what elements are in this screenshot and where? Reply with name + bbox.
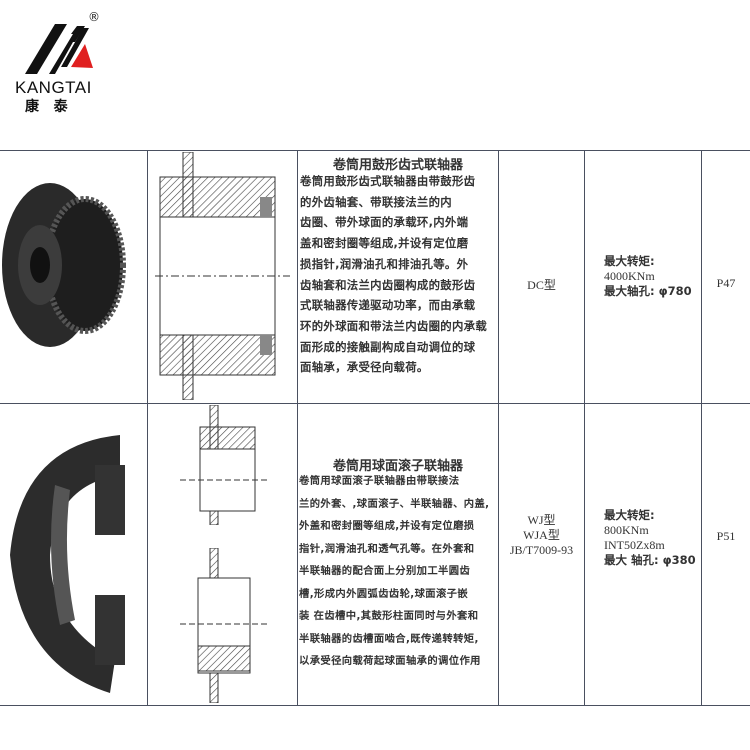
description-line: 半联轴器的配合面上分别加工半圆齿 (299, 565, 471, 577)
column-divider (147, 150, 148, 705)
description-line: 装 在齿槽中,其鼓形柱面同时与外套和 (299, 610, 479, 622)
description-line: 环的外球面和带法兰内齿圈的内承载 (300, 318, 488, 333)
product-photo-drum-gear-coupling (2, 183, 126, 347)
model-cell: WJ型 WJA型 JB/T7009-93 (499, 513, 584, 558)
description-line: 的外齿轴套、带联接法兰的内 (300, 194, 452, 209)
description-line: 外盖和密封圈等组成,并设有定位磨损 (299, 520, 475, 532)
product-description: 卷筒用球面滚子联轴器由带联接法 兰的外套、,球面滚子、半联轴器、内盖, 外盖和密… (299, 470, 501, 673)
description-line: 盖和密封圈等组成,并设有定位磨 (300, 236, 469, 251)
model-cell: DC型 (499, 276, 584, 293)
description-line: 半联轴器的齿槽面啮合,既传递转转矩, (299, 632, 479, 645)
registered-mark: ® (88, 10, 100, 24)
description-line: 式联轴器传递驱动功率，而由承载 (300, 298, 476, 313)
table-top-border (0, 150, 750, 151)
spec-max-bore: 最大轴孔: φ780 (604, 284, 692, 298)
description-line: 齿轴套和法兰内齿圈构成的鼓形齿 (300, 277, 476, 292)
model-name: WJA型 (523, 528, 560, 542)
logo-mark (25, 24, 93, 74)
description-line: 面轴承，承受径向载荷。 (300, 360, 429, 375)
specs-cell: 最大转矩: 4000KNm 最大轴孔: φ780 (604, 254, 692, 299)
model-standard: JB/T7009-93 (509, 543, 574, 557)
product-title: 卷筒用鼓形齿式联轴器 (332, 158, 463, 173)
cross-section-drawing-top (180, 405, 270, 525)
spec-max-torque-label: 最大转矩: (604, 254, 655, 268)
column-divider (498, 150, 499, 705)
logo-chinese-name: 康 泰 (25, 99, 68, 115)
brand-logo: ® KANGTAI 康 泰 (15, 10, 110, 115)
page-reference: P47 (716, 276, 736, 290)
cross-section-drawing-bottom (180, 548, 270, 703)
column-divider (701, 150, 702, 705)
model-name: WJ型 (527, 513, 556, 527)
description-line: 指针,润滑油孔和透气孔等。在外套和 (299, 542, 475, 555)
spec-spline: INT50Zx8m (604, 538, 665, 552)
logo-brand-name: KANGTAI (15, 78, 92, 97)
description-line: 兰的外套、,球面滚子、半联轴器、内盖, (299, 497, 490, 510)
product-title: 卷筒用球面滚子联轴器 (332, 459, 463, 474)
spec-max-torque-value: 800KNm (604, 523, 649, 537)
description-line: 损指针,润滑油孔和排油孔等。外 (300, 256, 469, 271)
description-line: 卷筒用球面滚子联轴器由带联接法 (299, 475, 460, 487)
spec-max-bore: 最大 轴孔: φ380 (604, 553, 696, 567)
spec-max-torque-label: 最大转矩: (604, 508, 655, 522)
column-divider (297, 150, 298, 705)
product-photo-roller-coupling (10, 435, 125, 693)
specs-cell: 最大转矩: 800KNm INT50Zx8m 最大 轴孔: φ380 (604, 508, 696, 568)
description-line: 卷筒用鼓形齿式联轴器由带鼓形齿 (300, 174, 476, 188)
description-line: 面形成的接触副构成自动调位的球 (300, 339, 476, 354)
model-name: DC型 (527, 278, 556, 292)
table-bottom-border (0, 705, 750, 706)
product-description: 卷筒用鼓形齿式联轴器由带鼓形齿 的外齿轴套、带联接法兰的内 齿圈、带外球面的承载… (300, 171, 500, 378)
description-line: 齿圈、带外球面的承载环,内外端 (300, 215, 469, 230)
description-line: 以承受径向载荷起球面轴承的调位作用 (299, 655, 481, 667)
spec-max-torque-value: 4000KNm (604, 269, 655, 283)
cross-section-drawing (155, 152, 290, 400)
description-line: 槽,形成内外圆弧齿齿轮,球面滚子嵌 (299, 587, 469, 600)
page-reference: P51 (716, 529, 736, 543)
row-divider (0, 403, 750, 404)
column-divider (584, 150, 585, 705)
